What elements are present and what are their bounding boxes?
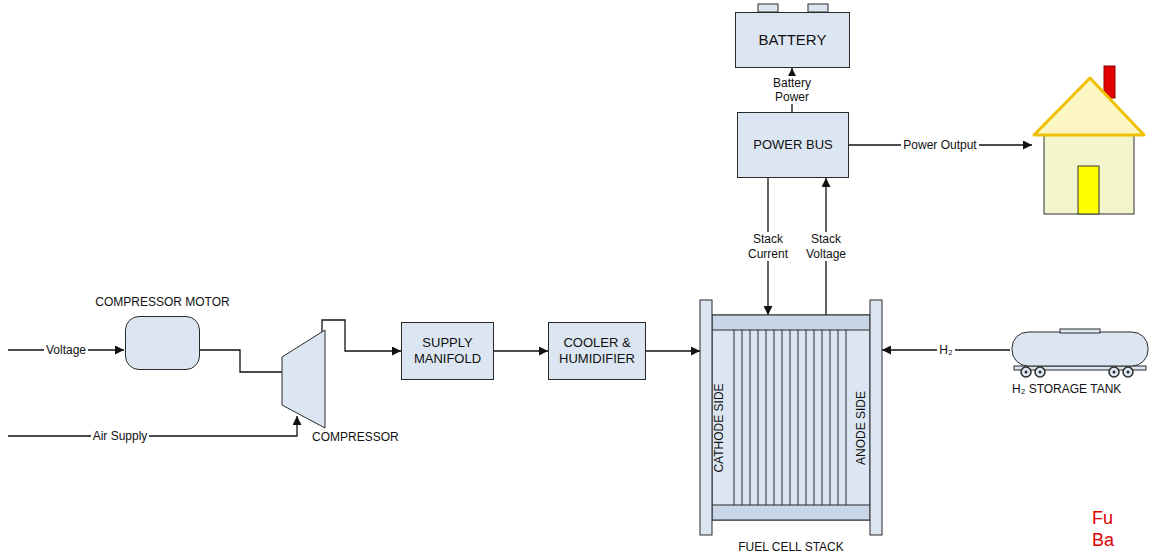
connector xyxy=(200,350,282,372)
side-label: CATHODE SIDE xyxy=(712,383,726,472)
connector xyxy=(494,350,548,351)
compressor-symbol: COMPRESSOR xyxy=(282,330,325,428)
cell-line xyxy=(790,330,791,505)
cell-line xyxy=(758,330,759,505)
tank-wheel xyxy=(1109,367,1119,377)
signal-label: Air Supply xyxy=(91,429,150,443)
battery-terminal xyxy=(808,4,828,12)
cell-line xyxy=(814,330,815,505)
cell-line xyxy=(766,330,767,505)
note-text: Ba xyxy=(1090,530,1116,552)
wheel-hub xyxy=(1113,371,1116,374)
stack-body xyxy=(712,315,870,520)
wheel-hub xyxy=(1127,371,1130,374)
edge-label: H₂ xyxy=(937,343,954,357)
power-bus-box: POWER BUS xyxy=(737,112,849,178)
tank-wheel xyxy=(1035,367,1045,377)
stack-bottom-bar xyxy=(712,505,870,520)
cell-line xyxy=(822,330,823,505)
cell-line xyxy=(750,330,751,505)
cell-line xyxy=(734,330,735,505)
component-label: COMPRESSOR xyxy=(312,430,399,444)
fuel-cell-stack: FUEL CELL STACKCATHODE SIDEANODE SIDE xyxy=(700,300,882,535)
cell-line xyxy=(806,330,807,505)
side-label: ANODE SIDE xyxy=(854,391,868,465)
cell-line xyxy=(798,330,799,505)
signal-label: Power Output xyxy=(901,138,978,152)
node-text: POWER BUS xyxy=(747,137,838,153)
compressor-motor: COMPRESSOR MOTOR xyxy=(125,316,200,370)
connector xyxy=(646,350,700,351)
end-plate xyxy=(870,300,882,535)
battery-terminal xyxy=(758,4,778,12)
house-roof xyxy=(1034,78,1144,135)
wheel-hub xyxy=(1039,371,1042,374)
edge-label: Stack Current xyxy=(746,232,790,261)
component-label: H₂ STORAGE TANK xyxy=(1012,382,1121,396)
tank-wheel xyxy=(1123,367,1133,377)
air-supply-line xyxy=(8,416,297,436)
stack-top-bar xyxy=(712,315,870,330)
component-label: FUEL CELL STACK xyxy=(738,540,844,554)
node-text: COOLER & HUMIDIFIER xyxy=(549,335,645,366)
edge-label: Stack Voltage xyxy=(804,232,848,261)
tank-wheel xyxy=(1021,367,1031,377)
cell-line xyxy=(846,330,847,505)
cell-line xyxy=(838,330,839,505)
node-text: SUPPLY MANIFOLD xyxy=(402,335,493,366)
battery-box: BATTERY xyxy=(735,12,850,68)
connector xyxy=(322,320,401,351)
wheel-hub xyxy=(1025,371,1028,374)
storage-tank: H₂ STORAGE TANK xyxy=(1010,328,1150,378)
component-label: COMPRESSOR MOTOR xyxy=(95,295,229,309)
end-plate xyxy=(700,300,712,535)
tank-outline xyxy=(1010,328,1150,378)
house-icon xyxy=(1034,66,1144,214)
cell-line xyxy=(830,330,831,505)
edge-label: Battery Power xyxy=(771,76,813,105)
note-text: Fu xyxy=(1090,508,1115,530)
house-door xyxy=(1078,166,1099,214)
node-text: BATTERY xyxy=(753,31,833,49)
process-box: COOLER & HUMIDIFIER xyxy=(548,322,646,380)
process-box: SUPPLY MANIFOLD xyxy=(401,322,494,380)
tank-hatch xyxy=(1060,329,1100,333)
cell-line xyxy=(742,330,743,505)
signal-label: Voltage xyxy=(44,343,88,357)
compressor-outline xyxy=(282,330,325,428)
house-wall xyxy=(1044,134,1134,214)
cell-line xyxy=(774,330,775,505)
tank-body xyxy=(1012,332,1148,366)
compressor-outline xyxy=(282,330,325,428)
cell-line xyxy=(782,330,783,505)
